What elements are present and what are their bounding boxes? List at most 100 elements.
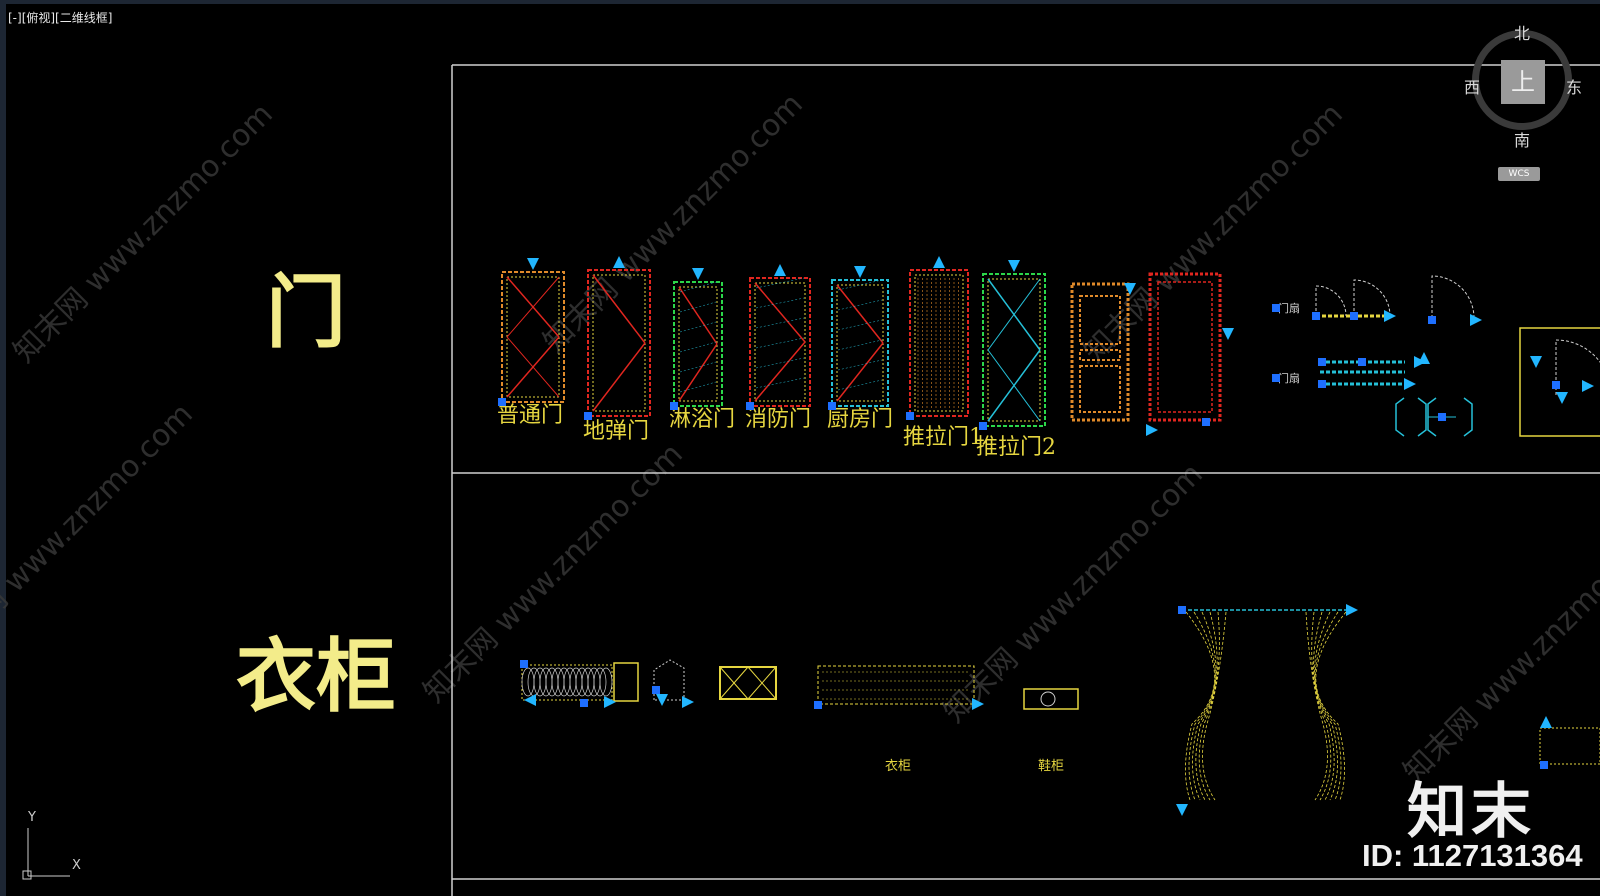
door-symbol-1[interactable]: 普通门 — [497, 271, 565, 428]
arrow-grip — [774, 264, 786, 276]
arrow-grip — [854, 266, 866, 278]
door-frame — [501, 271, 565, 403]
door-texture — [679, 321, 717, 333]
door-swing-line — [678, 343, 718, 402]
door-leaf — [754, 282, 806, 402]
door-texture — [679, 301, 717, 313]
curtain-fold-left — [1185, 611, 1215, 801]
door-frame — [587, 269, 651, 417]
ucs-y-label: Y — [28, 810, 36, 825]
arrow-grip — [656, 694, 668, 706]
door-swing-line — [754, 282, 806, 343]
compass-east[interactable]: 东 — [1566, 78, 1583, 97]
arrow-grip — [1404, 378, 1416, 390]
arrow-grip — [1470, 314, 1482, 326]
window-top-border — [0, 0, 1600, 4]
grip-handle — [670, 402, 678, 410]
door-texture — [837, 379, 883, 391]
door-symbol-6[interactable]: 推拉门1 — [903, 269, 983, 450]
view-cube[interactable]: 北 西 东 南 上 WCS — [1464, 20, 1582, 181]
door-swing-line — [836, 342, 884, 402]
door-label-1: 普通门 — [497, 403, 563, 428]
grip-handle — [1318, 358, 1326, 366]
ucs-icon: Y X — [20, 810, 100, 880]
watermark-text: 知末网 www.znzmo.com — [1077, 97, 1350, 370]
door-handle-profiles — [1395, 397, 1473, 437]
curtain-fold-left — [1195, 611, 1218, 801]
door-texture — [755, 337, 805, 349]
compass-west[interactable]: 西 — [1464, 78, 1481, 97]
arrow-grip — [1346, 604, 1358, 616]
door-frame — [909, 269, 969, 417]
curtain-fold-left — [1192, 611, 1217, 801]
viewport-controls-label[interactable]: [-][俯视][二维线框] — [8, 11, 113, 25]
compass-south[interactable]: 南 — [1514, 131, 1531, 150]
door-swing-line — [506, 336, 560, 398]
paneled-door — [1070, 282, 1130, 422]
arrow-grip — [613, 256, 625, 268]
ucs-origin — [22, 870, 32, 880]
door-leaf — [987, 278, 1041, 422]
door-symbol-3[interactable]: 淋浴门 — [669, 281, 735, 432]
door-symbol-7[interactable]: 推拉门2 — [976, 273, 1056, 460]
door-leaf — [914, 274, 964, 412]
arrow-grip — [972, 698, 984, 710]
double-leaf-label: 门扇 — [1278, 371, 1300, 385]
door-frame — [831, 279, 889, 407]
grip-handle — [828, 402, 836, 410]
red-door-frame — [1148, 272, 1222, 422]
arrow-grip — [1146, 424, 1158, 436]
arrow-grip — [692, 268, 704, 280]
arrow-grip — [1176, 804, 1188, 816]
grip-handle — [814, 701, 822, 709]
grip-handle — [1552, 381, 1560, 389]
arrow-grip — [682, 696, 694, 708]
watermark-text: 知末网 www.znzmo.com — [7, 97, 280, 370]
door-label-3: 淋浴门 — [669, 407, 735, 432]
wcs-menu-button[interactable]: WCS — [1498, 167, 1540, 181]
door-label-4: 消防门 — [745, 407, 811, 432]
curtain-fold-right — [1315, 611, 1347, 801]
door-texture — [755, 297, 805, 309]
door-label-5: 厨房门 — [827, 407, 893, 432]
door-texture — [679, 281, 717, 293]
view-cube-top-face[interactable]: 上 — [1501, 60, 1545, 104]
hanger-shape — [593, 667, 607, 697]
door-symbol-4[interactable]: 消防门 — [745, 277, 811, 432]
grip-handle — [652, 686, 660, 694]
grip-handle — [1350, 312, 1358, 320]
watermark-text: 知末网 www.znzmo.com — [417, 437, 690, 710]
door-swing-line — [987, 278, 1041, 351]
door-texture — [679, 361, 717, 373]
door-panel — [1079, 365, 1121, 413]
single-leaf-label: 门扇 — [1278, 301, 1300, 315]
door-swing-line — [836, 284, 884, 344]
wardrobe-category-title: 衣柜 — [236, 629, 396, 723]
grip-handle — [1178, 606, 1186, 614]
compass-north[interactable]: 北 — [1514, 24, 1531, 43]
wardrobe-front — [719, 666, 777, 700]
grip-handle — [1438, 413, 1446, 421]
door-symbol-5[interactable]: 厨房门 — [827, 279, 893, 432]
door-texture — [679, 341, 717, 353]
curtain-fold-right — [1305, 611, 1328, 801]
shoe-cabinet-knob — [1040, 691, 1056, 707]
grip-handle — [746, 402, 754, 410]
compass-ring[interactable] — [1472, 30, 1572, 130]
watermark-text: 知末网 www.znzmo.com — [1397, 517, 1600, 790]
door-texture — [837, 279, 883, 291]
wardrobe-door-swing — [653, 659, 685, 701]
arrow-grip — [1540, 716, 1552, 728]
door-panel — [1079, 349, 1121, 361]
door-texture — [837, 299, 883, 311]
door-swing-line — [506, 276, 560, 338]
wardrobe-side-panel — [613, 662, 639, 702]
door-symbol-2[interactable]: 地弹门 — [583, 269, 651, 444]
grip-handle — [580, 699, 588, 707]
door-label-2: 地弹门 — [583, 419, 649, 444]
door-texture — [679, 381, 717, 393]
grip-handle — [1428, 316, 1436, 324]
grip-handle — [520, 660, 528, 668]
door-texture — [755, 277, 805, 289]
